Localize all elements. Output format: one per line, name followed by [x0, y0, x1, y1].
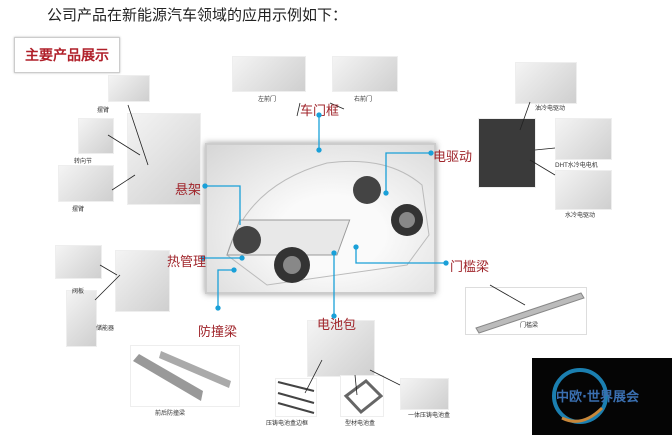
- knuckle-image: [78, 118, 114, 154]
- right-front-door-image: [332, 56, 398, 92]
- car-outline-icon: [226, 160, 430, 286]
- page-heading: 公司产品在新能源汽车领域的应用示例如下：: [47, 6, 348, 24]
- category-battery-pack: 电池包: [317, 318, 357, 333]
- label-integrated-box: 一体压铸电池盒: [408, 412, 451, 419]
- label-oil-cooled-drive: 油冷电驱动: [535, 105, 566, 112]
- category-bumper-beam: 防撞梁: [198, 325, 238, 340]
- watermark-text: 中欧·世界展会: [556, 389, 640, 405]
- e-drive-image: [478, 118, 536, 188]
- accumulator-image: [66, 290, 97, 347]
- category-thermal-management: 热管理: [167, 255, 207, 270]
- integrated-box-image: [400, 378, 449, 410]
- watermark-logo: 中欧·世界展会: [532, 358, 672, 435]
- thermal-module-image: [115, 250, 170, 312]
- label-right-front-door: 右前门: [354, 96, 373, 103]
- dht-motor-image: [555, 118, 612, 160]
- category-suspension: 悬架: [175, 183, 202, 198]
- label-water-cooled-drive: 水冷电驱动: [565, 212, 596, 219]
- swing-arm-bottom-image: [58, 165, 114, 202]
- profile-box-image: [340, 375, 384, 417]
- label-knuckle: 转向节: [74, 158, 93, 165]
- category-sill-beam: 门槛梁: [450, 260, 490, 275]
- sill-beam-image-box: [465, 287, 587, 335]
- label-swing-arm-bottom: 摆臂: [72, 206, 85, 213]
- category-e-drive: 电驱动: [433, 150, 473, 165]
- bumper-beam-image: [130, 345, 240, 407]
- label-dht-motor: DHT水冷电电机: [555, 162, 598, 169]
- die-cast-frame-image: [275, 378, 317, 417]
- water-cooled-drive-image: [555, 170, 612, 210]
- label-left-front-door: 左前门: [258, 96, 277, 103]
- suspension-assembly-image: [127, 113, 201, 205]
- label-swing-arm-top: 摆臂: [97, 107, 110, 114]
- main-products-badge: 主要产品展示: [14, 37, 120, 73]
- swing-arm-top-image: [108, 75, 150, 102]
- car-chassis-image: [205, 143, 436, 294]
- label-die-cast-frame: 压铸电池盒边框: [266, 420, 309, 427]
- category-door-frame: 车门框: [300, 104, 340, 119]
- globe-logo-icon: 中欧·世界展会: [552, 368, 640, 424]
- label-profile-box: 型材电池盒: [345, 420, 376, 427]
- label-accumulator: 储能器: [96, 325, 115, 332]
- label-front-rear-bumper: 前后防撞梁: [155, 410, 186, 417]
- left-front-door-image: [232, 56, 306, 92]
- label-valve-plate: 阀板: [72, 288, 85, 295]
- oil-cooled-drive-image: [515, 62, 577, 104]
- valve-plate-image: [55, 245, 102, 279]
- label-sill-beam: 门槛梁: [520, 322, 539, 329]
